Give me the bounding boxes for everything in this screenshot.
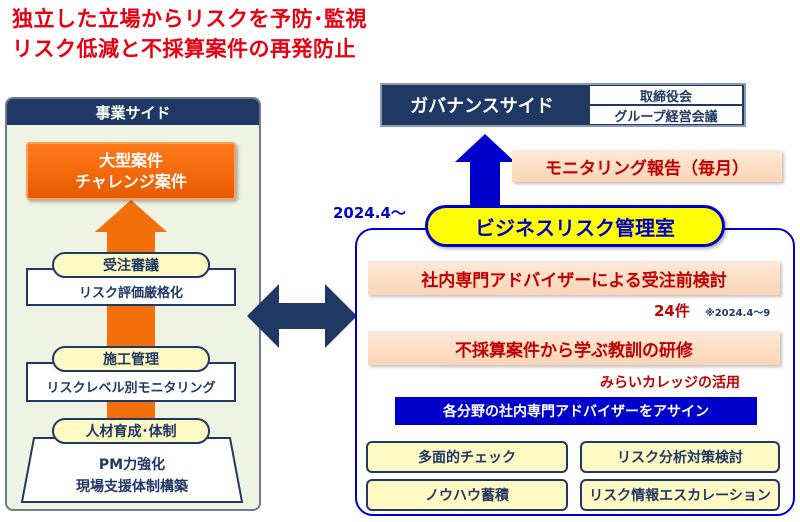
pre-review-box: 社内専門アドバイザーによる受注前検討 — [368, 261, 780, 295]
review-count-note: ※2024.4～9 — [705, 308, 771, 319]
step-label-pill: 受注審議 — [52, 252, 210, 278]
governance-item: 取締役会 — [590, 86, 742, 105]
target-projects-line-2: チャレンジ案件 — [75, 172, 187, 191]
assign-advisors-bar: 各分野の社内専門アドバイザーをアサイン — [395, 397, 757, 425]
governance-label: ガバナンスサイド — [410, 96, 554, 117]
target-projects-line-1: 大型案件 — [98, 151, 163, 170]
title-line-1: 独立した立場からリスクを予防･監視 — [12, 7, 367, 31]
step-label-pill: 人材育成･体制 — [52, 418, 210, 444]
title-line-2: リスク低減と不採算案件の再発防止 — [12, 37, 356, 61]
check-item: 多面的チェック — [366, 441, 568, 473]
step-label-pill: 施工管理 — [52, 346, 210, 372]
double-arrow-icon — [247, 284, 357, 348]
target-projects-box: 大型案件 チャレンジ案件 — [26, 142, 236, 200]
step-detail-line-1: PM力強化 — [98, 457, 166, 473]
start-date: 2024.4～ — [333, 204, 406, 222]
monitoring-report-box: モニタリング報告（毎月） — [512, 150, 782, 182]
risk-office-title: ビジネスリスク管理室 — [425, 205, 725, 247]
step-detail-line-2: 現場支援体制構築 — [76, 479, 188, 495]
upward-arrow-head — [95, 200, 167, 232]
training-box: 不採算案件から学ぶ教訓の研修 — [368, 331, 780, 365]
check-item: ノウハウ蓄積 — [366, 479, 568, 511]
report-arrow-stem — [470, 160, 500, 206]
report-arrow-head — [455, 134, 515, 162]
training-subtext: みらいカレッジの活用 — [600, 375, 740, 391]
check-item: リスク情報エスカレーション — [580, 479, 780, 511]
review-count: 24件 — [654, 302, 690, 320]
business-side-header: 事業サイド — [7, 99, 259, 125]
check-item: リスク分析対策検討 — [580, 441, 780, 473]
governance-item: グループ経営会議 — [590, 106, 742, 125]
